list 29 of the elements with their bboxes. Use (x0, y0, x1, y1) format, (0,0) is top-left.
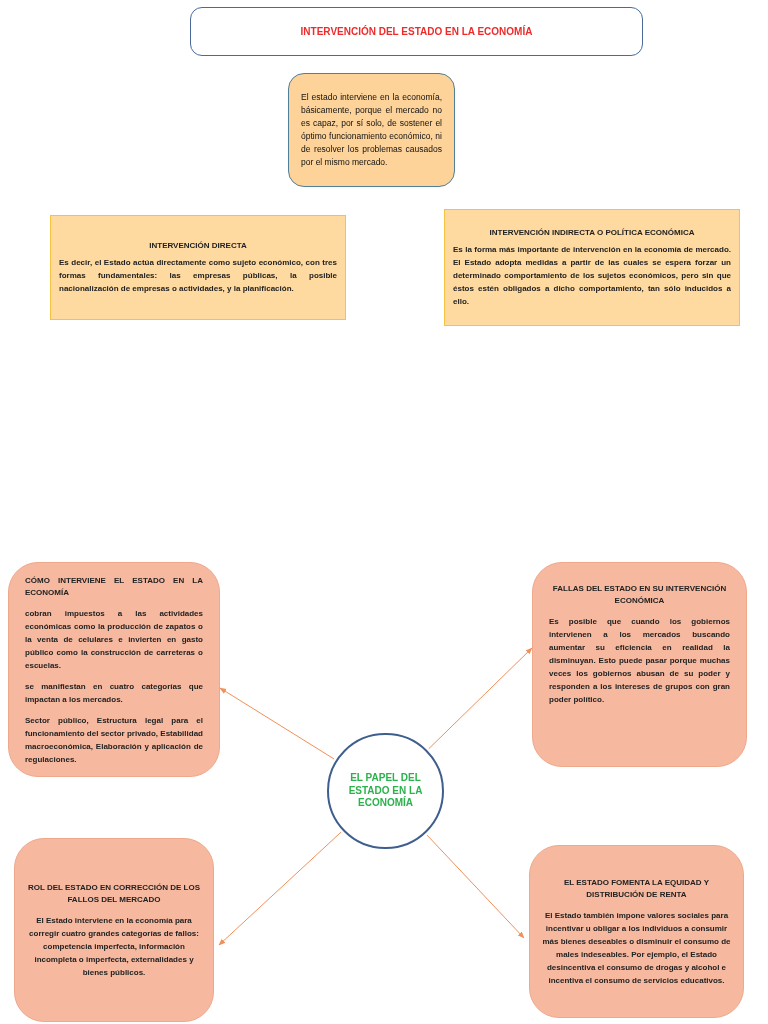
body-text: Sector público, Estructura legal para el funcionamiento del sector privado, Estabilidad macroeconómica, Elaboración y aplicación de regulaciones. (25, 715, 203, 766)
topic-box (8, 562, 220, 777)
body-text: Es decir, el Estado actúa directamente como sujeto económico, con tres formas fundamentales: las empresas públicas, la posible nacionalización de empresas o actividades, y la planificación. (59, 257, 337, 295)
body-text: se manifiestan en cuatro categorías que impactan a los mercados. (25, 681, 203, 706)
concept-box (444, 209, 740, 326)
center-text: EL PAPEL DEL ESTADO EN LA ECONOMÍA (347, 772, 424, 810)
body-text: cobran impuestos a las actividades económicas como la producción de zapatos o la venta de celulares e invierten en gasto público como la construcción de carreteras o escuelas. (25, 608, 203, 672)
body-text: Es la forma más importante de intervención en la economía de mercado. El Estado adopta medidas a partir de las cuales se espera forzar un determinado comportamiento de los sujetos económicos, pero sin que éstos estén obligados a dicho comportamiento, tan sólo inducidos a ello. (453, 244, 731, 308)
box-heading: INTERVENCIÓN DIRECTA (148, 240, 248, 252)
box-heading: ROL DEL ESTADO EN CORRECCIÓN DE LOS FALLOS DEL MERCADO (27, 881, 201, 906)
body-text: Es posible que cuando los gobiernos intervienen a los mercados buscando aumentar su eficiencia en realidad la disminuyan. Esto puede pasar porque muchas veces los gobiernos abusan de su poder y responden a los intereses de grupos con gran poder político. (549, 616, 730, 706)
arrow (426, 834, 525, 939)
box-heading: CÓMO INTERVIENE EL ESTADO EN LA ECONOMÍA (25, 575, 203, 599)
body-text: El Estado interviene en la economía para corregir cuatro grandes categorías de fallos: competencia imperfecta, información incompleta o imperfecta, externalidades y bienes públicos. (28, 914, 200, 979)
box-heading: EL ESTADO FOMENTA LA EQUIDAD Y DISTRIBUCIÓN DE RENTA (562, 876, 710, 901)
topic-box (529, 845, 744, 1018)
concept-box (50, 215, 346, 320)
intro-box (288, 73, 455, 187)
box-heading: FALLAS DEL ESTADO EN SU INTERVENCIÓN ECONÓMICA (551, 583, 728, 607)
body-text: El Estado también impone valores sociales para incentivar u obligar a los individuos a consumir más bienes deseables o disminuir el consumo de males indeseables. Por ejemplo, el Estado desincentiva el consumo de drogas y alcohol e incentiva el consumo de servicios educativos. (542, 909, 731, 987)
arrow (218, 831, 342, 946)
topic-box (532, 562, 747, 767)
arrow (219, 687, 335, 760)
topic-box (14, 838, 214, 1022)
arrow (428, 647, 533, 750)
box-heading: INTERVENCIÓN INDIRECTA O POLÍTICA ECONÓMICA (488, 227, 696, 239)
title-text: INTERVENCIÓN DEL ESTADO EN LA ECONOMÍA (300, 24, 533, 39)
body-text: El estado interviene en la economía, básicamente, porque el mercado no es capaz, por sí solo, de sostener el óptimo funcionamiento económico, ni de resolver los problemas causados por el mismo mercado. (301, 91, 442, 169)
title-box (190, 7, 643, 56)
